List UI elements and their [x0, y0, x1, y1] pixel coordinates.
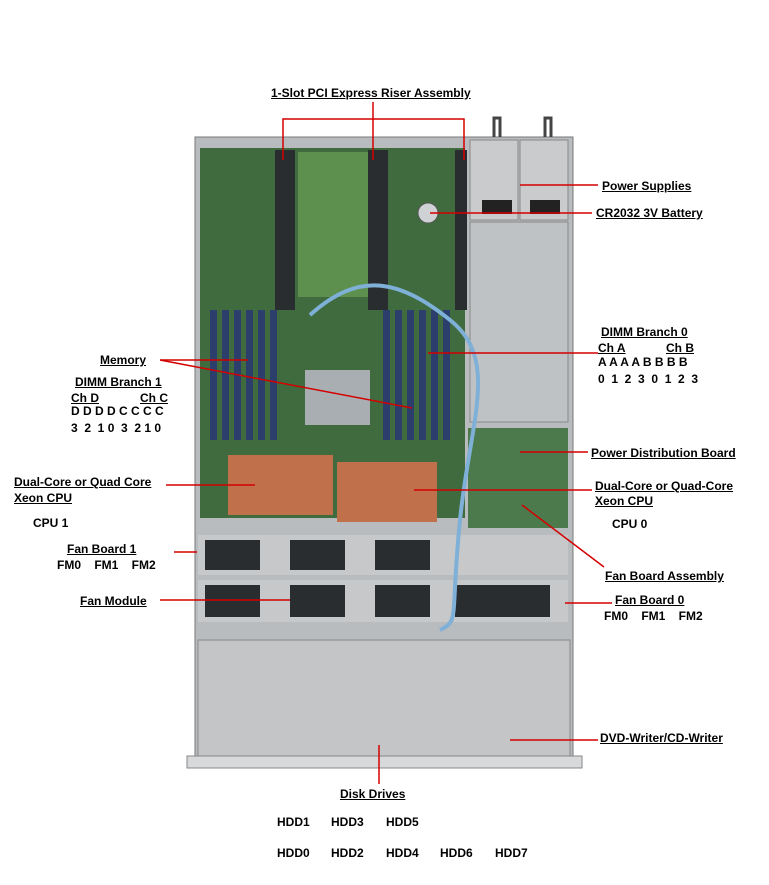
label-dvd: DVD-Writer/CD-Writer — [600, 731, 723, 745]
label-cpu0: CPU 0 — [612, 517, 648, 531]
label-dimm-branch0: DIMM Branch 0 — [601, 325, 688, 339]
hdd2: HDD2 — [331, 846, 364, 860]
chassis-front-lip — [186, 755, 583, 769]
hdd4: HDD4 — [386, 846, 419, 860]
label-fan-module: Fan Module — [80, 594, 147, 608]
hdd5: HDD5 — [386, 815, 419, 829]
power-supply-body — [469, 221, 569, 423]
label-ch-b: Ch B — [666, 341, 694, 355]
label-cpu-right-line1: Dual-Core or Quad-Core — [595, 479, 734, 493]
branch0-slots-row2: 0 1 2 3 0 1 2 3 — [598, 372, 699, 386]
label-cpu-left-line1: Dual-Core or Quad Core — [14, 475, 152, 489]
fan-modules — [205, 540, 550, 617]
hdd0: HDD0 — [277, 846, 310, 860]
label-fan-board-assembly: Fan Board Assembly — [605, 569, 724, 583]
leader-lines — [159, 102, 612, 784]
riser-slot-left — [275, 150, 295, 310]
riser-slot-far-right — [455, 150, 467, 310]
cpu0-heatsink — [337, 462, 437, 522]
label-fb1-fans: FM0 FM1 FM2 — [57, 558, 156, 572]
hdd1: HDD1 — [277, 815, 310, 829]
hdd3: HDD3 — [331, 815, 364, 829]
label-cpu1: CPU 1 — [33, 516, 69, 530]
label-disk-drives: Disk Drives — [340, 787, 406, 801]
dimm-branch0-slots — [383, 310, 450, 440]
label-pdb: Power Distribution Board — [591, 446, 736, 460]
riser-card — [298, 152, 368, 297]
label-fan-board1: Fan Board 1 — [67, 542, 137, 556]
hdd6: HDD6 — [440, 846, 473, 860]
branch1-slots-row2: 3 2 1 0 3 2 1 0 — [71, 421, 162, 435]
label-riser: 1-Slot PCI Express Riser Assembly — [271, 86, 471, 100]
branch0-slots-row1: A A A A B B B B — [598, 355, 688, 369]
cable — [308, 283, 481, 632]
hdd7: HDD7 — [495, 846, 528, 860]
disk-drive-cover — [197, 639, 571, 759]
label-fan-board0: Fan Board 0 — [615, 593, 685, 607]
branch1-slots-row1: D D D D C C C C — [71, 404, 164, 418]
label-power-supplies: Power Supplies — [602, 179, 692, 193]
label-memory: Memory — [100, 353, 147, 367]
riser-slot-right — [368, 150, 388, 310]
label-battery: CR2032 3V Battery — [596, 206, 703, 220]
label-ch-a: Ch A — [598, 341, 626, 355]
label-dimm-branch1: DIMM Branch 1 — [75, 375, 162, 389]
label-cpu-left-line2: Xeon CPU — [14, 491, 73, 505]
label-cpu-right-line2: Xeon CPU — [595, 494, 654, 508]
motherboard-right — [468, 428, 568, 528]
label-ch-c: Ch C — [140, 391, 168, 405]
label-ch-d: Ch D — [71, 391, 99, 405]
label-fb0-fans: FM0 FM1 FM2 — [604, 609, 703, 623]
